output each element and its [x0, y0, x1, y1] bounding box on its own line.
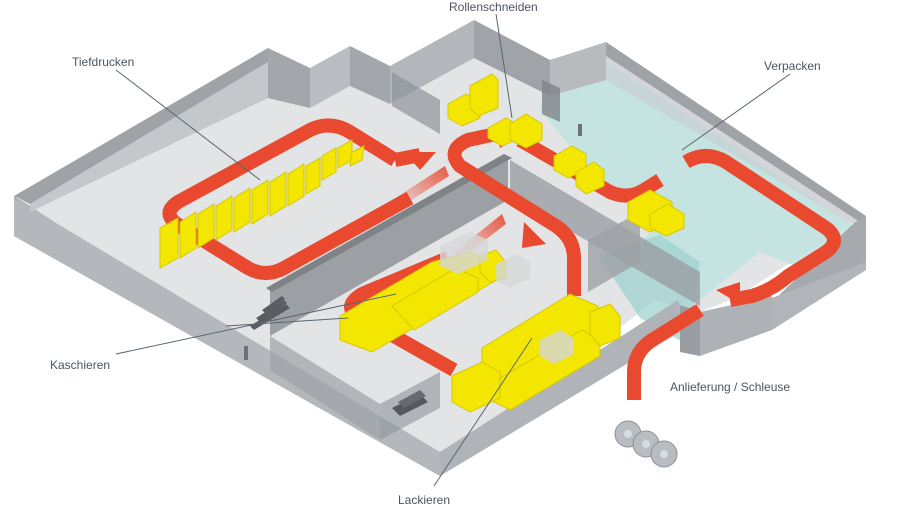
arrowhead-2	[522, 222, 546, 248]
door-2	[578, 124, 582, 136]
wall-notch-2	[310, 46, 350, 108]
flow-center-loop	[447, 125, 581, 296]
flow-tiefdrucken-loop	[162, 118, 414, 280]
leader-tiefdrucken	[115, 69, 261, 181]
wall-notch-3	[350, 46, 390, 104]
wall-front-right	[700, 296, 772, 356]
machines-verpacken	[627, 189, 685, 237]
leader-lines	[115, 13, 791, 487]
wall-inner-main	[270, 156, 508, 336]
arrowhead-3	[716, 282, 740, 304]
label-kaschieren: Kaschieren	[50, 358, 111, 372]
wall-notch-1	[268, 48, 310, 108]
wall-right-back	[606, 42, 866, 226]
wall-right-front-face	[772, 262, 866, 330]
wall-back-center-2	[474, 20, 550, 96]
wall-back-right	[550, 42, 606, 96]
flow-fade-1	[392, 166, 449, 210]
door-1	[244, 346, 248, 360]
arrowhead-1	[404, 152, 436, 170]
label-rollenschneiden: Rollenschneiden	[449, 0, 538, 14]
wall-inner-verpacken	[542, 80, 560, 122]
label-verpacken: Verpacken	[764, 59, 821, 73]
label-tiefdrucken: Tiefdrucken	[72, 55, 135, 69]
leader-verpacken	[681, 73, 791, 151]
leader-rollenschneiden	[495, 13, 513, 119]
wall-back-center	[390, 20, 474, 104]
leader-lackieren	[433, 337, 533, 487]
wall-room-lower	[270, 336, 380, 440]
flow-rollen-verpacken	[516, 133, 664, 203]
leader-kaschieren-2	[225, 317, 349, 327]
wall-inner-vertical	[588, 212, 640, 292]
wall-back-left	[14, 48, 268, 204]
label-anlieferung-schleuse: Anlieferung / Schleuse	[670, 380, 791, 394]
flow-incoming	[627, 304, 704, 400]
machines-tiefdrucken	[159, 139, 365, 269]
label-lackieren: Lackieren	[398, 493, 451, 507]
material-rolls-icon	[614, 420, 678, 468]
wall-inner-back	[392, 72, 440, 134]
wall-front-center	[440, 300, 680, 476]
machines-rollenschneiden	[447, 73, 605, 195]
machines-inactive	[440, 232, 574, 364]
flow-verpacken-loop	[682, 149, 841, 307]
stairs-lower	[392, 390, 428, 416]
wall-back-left-face	[30, 62, 268, 212]
wall-right-back-face	[606, 56, 866, 232]
material-flow	[162, 118, 841, 400]
clean-zone-verpacken	[540, 62, 860, 300]
building-shell	[14, 20, 866, 476]
wall-inner-main-top	[266, 154, 512, 292]
